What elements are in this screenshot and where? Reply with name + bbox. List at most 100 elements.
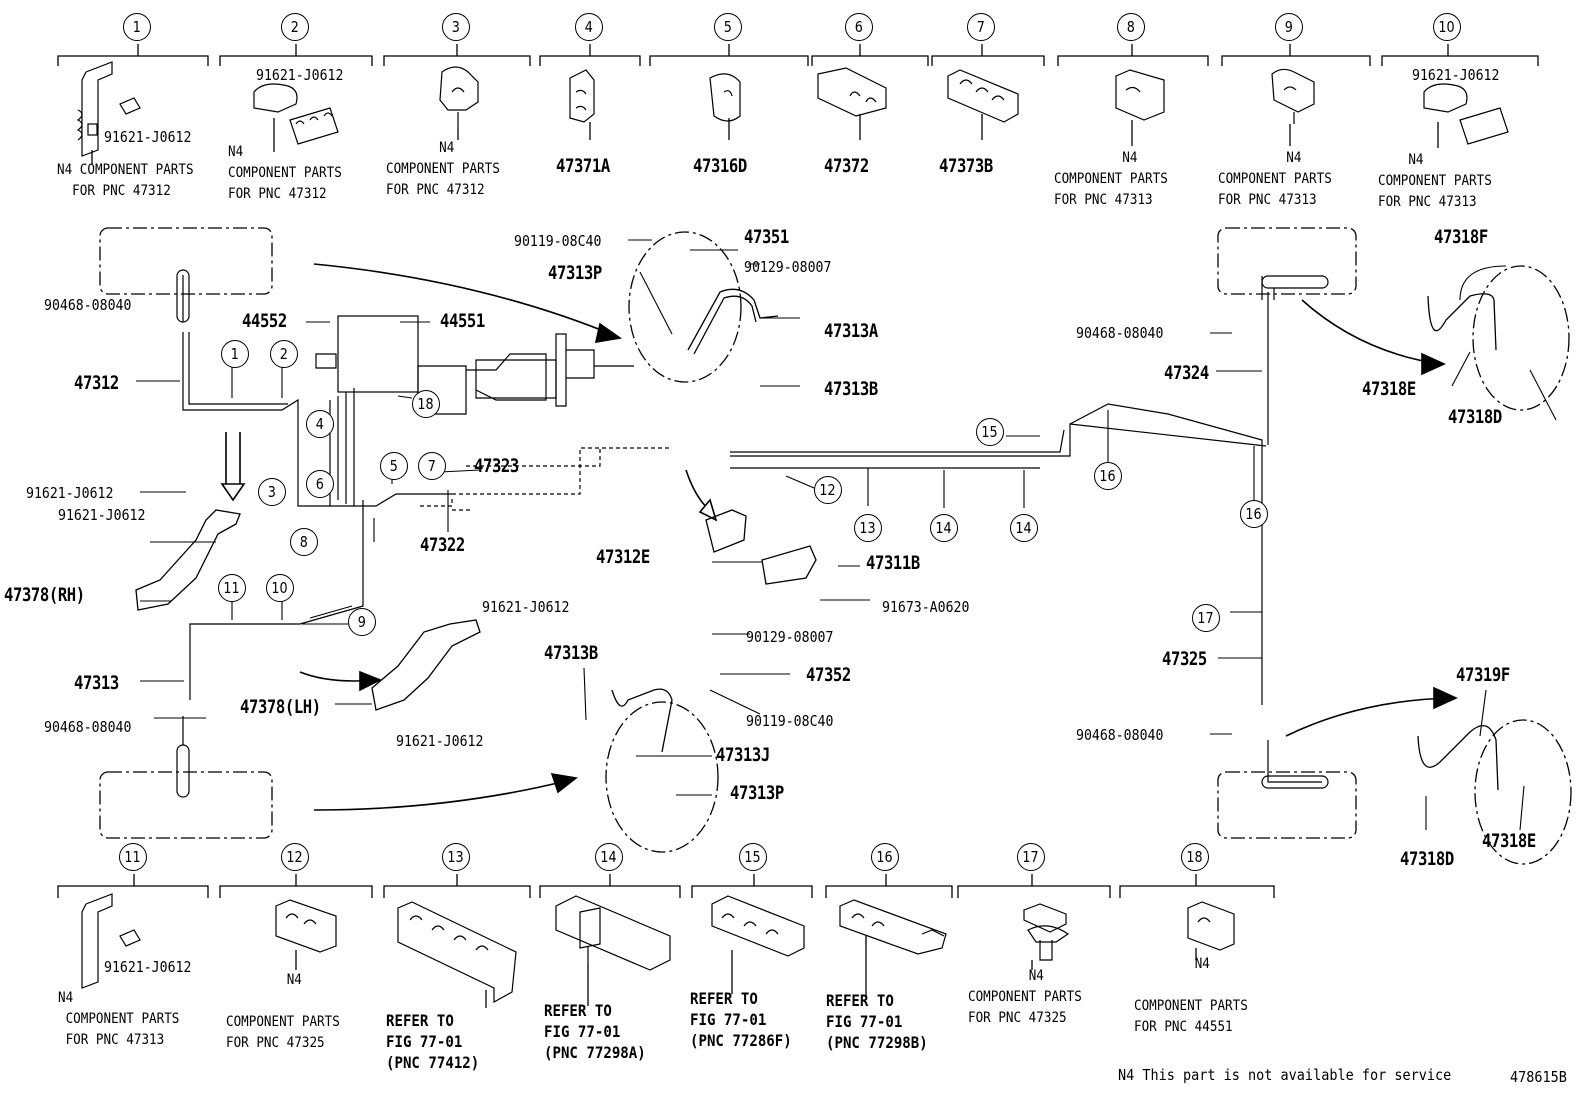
label-47318E-top: 47318E: [1362, 378, 1416, 400]
label-47324: 47324: [1164, 362, 1209, 384]
label-90129-bot: 90129-08007: [746, 628, 834, 646]
label-44552: 44552: [242, 310, 287, 332]
footer-note: N4 This part is not available for servic…: [1118, 1066, 1452, 1084]
diagram-callout-18: 18: [412, 390, 440, 418]
label-47318D-top: 47318D: [1448, 406, 1502, 428]
diagram-callout-9: 9: [348, 608, 376, 636]
label-47378-rh: 47378(RH): [4, 584, 85, 606]
label-47313P-top: 47313P: [548, 262, 602, 284]
callout-10: 10: [1433, 13, 1461, 41]
c2-bolt: 91621-J0612: [256, 66, 344, 84]
diagram-callout-1: 1: [221, 340, 249, 368]
body-frames: [99, 227, 1572, 865]
diagram-callout-15: 15: [976, 418, 1004, 446]
callout-9: 9: [1275, 13, 1303, 41]
diagram-callout-16a: 16: [1094, 462, 1122, 490]
label-47351: 47351: [744, 226, 789, 248]
diagram-callout-13: 13: [854, 514, 882, 542]
label-90468-left-bot: 90468-08040: [44, 718, 132, 736]
label-44551: 44551: [440, 310, 485, 332]
label-47322: 47322: [420, 534, 465, 556]
label-47313B-bot: 47313B: [544, 642, 598, 664]
c6-part: 47372: [824, 155, 869, 177]
figure-code: 478615B: [1510, 1068, 1567, 1086]
label-47318E-bot: 47318E: [1482, 830, 1536, 852]
bottom-group-brackets: [57, 874, 1275, 898]
c7-part: 47373B: [939, 155, 993, 177]
label-90129-top: 90129-08007: [744, 258, 832, 276]
label-47325: 47325: [1162, 648, 1207, 670]
note-leaders: [91, 114, 1439, 1008]
top-clip-sketches: [76, 61, 1509, 157]
callout-11: 11: [119, 843, 147, 871]
label-90468-left-top: 90468-08040: [44, 296, 132, 314]
callout-8: 8: [1117, 13, 1145, 41]
label-47318D-bot: 47318D: [1400, 848, 1454, 870]
callout-1: 1: [123, 13, 151, 41]
callout-3: 3: [442, 13, 470, 41]
c1-desc: N4 COMPONENT PARTS FOR PNC 47312: [57, 162, 194, 199]
diagram-callout-12: 12: [814, 476, 842, 504]
top-group-brackets: [57, 44, 1539, 66]
mount-brackets: [135, 509, 817, 711]
diagram-callout-11: 11: [218, 574, 246, 602]
label-91621-d: 91621-J0612: [396, 732, 484, 750]
brake-lines: [176, 269, 1329, 798]
callout-12: 12: [281, 843, 309, 871]
diagram-callout-5: 5: [380, 452, 408, 480]
callout-15: 15: [739, 843, 767, 871]
diagram-callout-8: 8: [290, 528, 318, 556]
callout-2: 2: [281, 13, 309, 41]
label-47323: 47323: [474, 455, 519, 477]
callout-4: 4: [575, 13, 603, 41]
callout-17: 17: [1017, 843, 1045, 871]
label-47318F: 47318F: [1434, 226, 1488, 248]
c11-bolt: 91621-J0612: [104, 958, 192, 976]
c4-part: 47371A: [556, 155, 610, 177]
diagram-callout-6: 6: [306, 470, 334, 498]
callout-16: 16: [871, 843, 899, 871]
diagram-callout-4: 4: [306, 410, 334, 438]
label-90468-right-bot: 90468-08040: [1076, 726, 1164, 744]
diagram-callout-14b: 14: [1010, 514, 1038, 542]
label-91673: 91673-A0620: [882, 598, 970, 616]
flex-hoses: [611, 288, 1499, 791]
bottom-clip-sketches: [81, 893, 1235, 1004]
c1-bolt: 91621-J0612: [104, 128, 192, 146]
label-91621-b: 91621-J0612: [58, 506, 146, 524]
label-47313J: 47313J: [716, 744, 770, 766]
label-47312: 47312: [74, 372, 119, 394]
diagram-callout-7: 7: [418, 452, 446, 480]
callout-5: 5: [714, 13, 742, 41]
callout-7: 7: [967, 13, 995, 41]
c10-bolt: 91621-J0612: [1412, 66, 1500, 84]
callout-18: 18: [1181, 843, 1209, 871]
diagram-callout-2: 2: [270, 340, 298, 368]
label-47319F: 47319F: [1456, 664, 1510, 686]
callout-14: 14: [595, 843, 623, 871]
diagram-callout-17: 17: [1192, 604, 1220, 632]
diagram-callout-16b: 16: [1240, 500, 1268, 528]
label-47313: 47313: [74, 672, 119, 694]
diagram-callout-10: 10: [266, 574, 294, 602]
callout-13: 13: [442, 843, 470, 871]
label-91621-a: 91621-J0612: [26, 484, 114, 502]
c11-desc: N4 COMPONENT PARTS FOR PNC 47313: [58, 990, 180, 1048]
diagram-callout-14a: 14: [930, 514, 958, 542]
label-47313P-bot: 47313P: [730, 782, 784, 804]
diagram-callout-3: 3: [258, 478, 286, 506]
label-47312E: 47312E: [596, 546, 650, 568]
label-90119-bot: 90119-08C40: [746, 712, 834, 730]
